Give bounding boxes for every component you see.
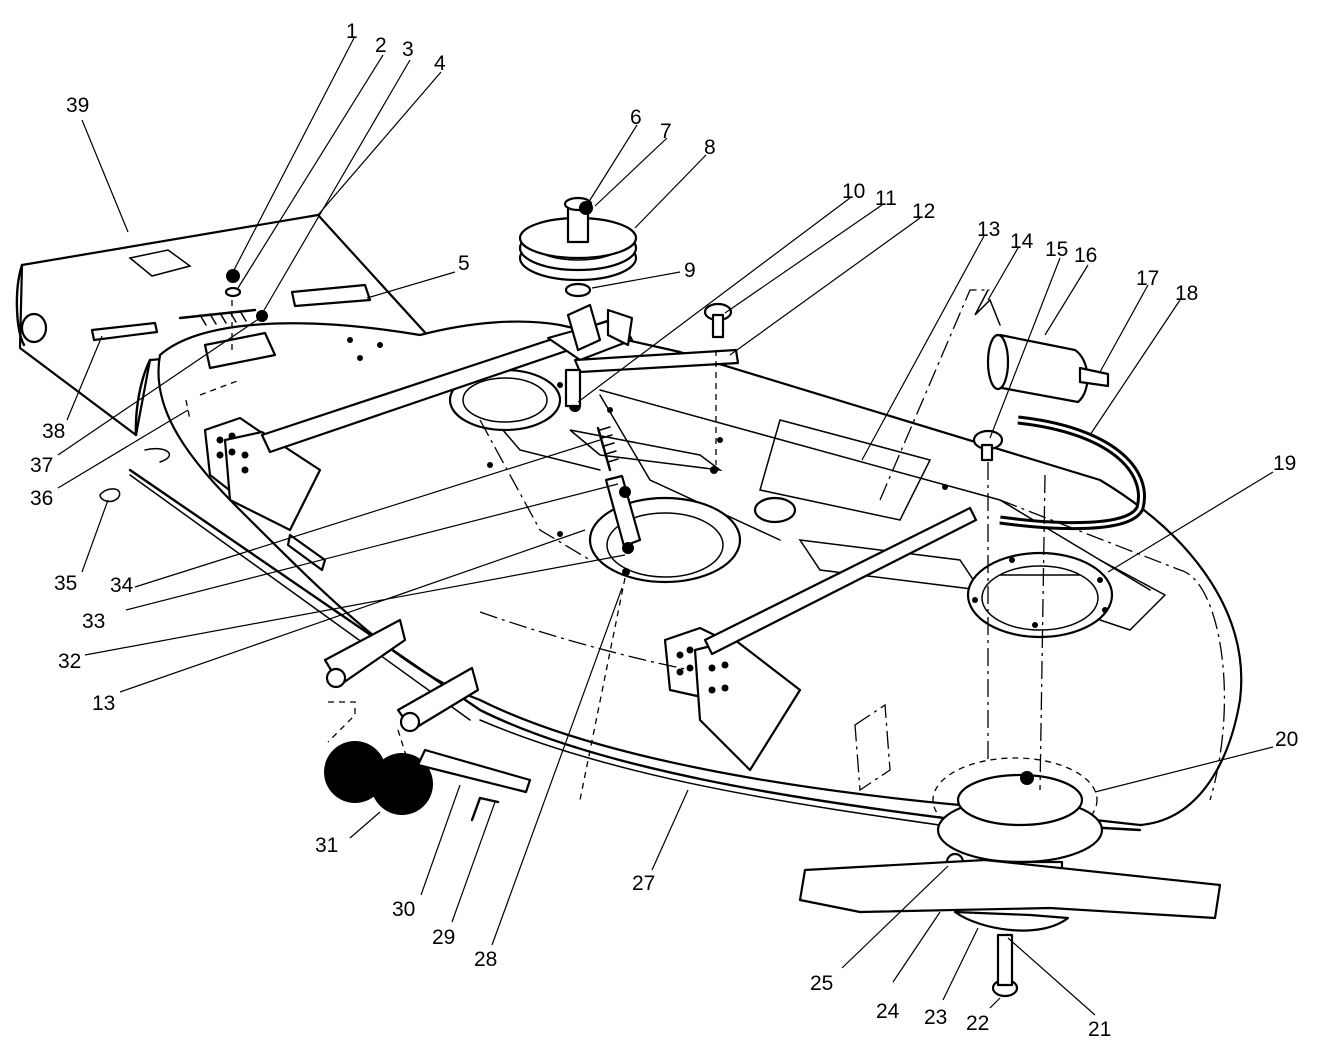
callout-11: 11 (875, 187, 897, 210)
callout-22: 22 (966, 1012, 989, 1035)
callout-28: 28 (474, 948, 497, 971)
deck-housing (128, 320, 1243, 832)
callout-14: 14 (1010, 230, 1034, 253)
callout-21: 21 (1088, 1018, 1111, 1041)
callout-15: 15 (1045, 238, 1068, 261)
callout-18: 18 (1175, 282, 1198, 305)
tension-spring (596, 426, 642, 576)
hex-bolt (703, 302, 733, 474)
callout-13-top: 13 (977, 218, 1000, 241)
callout-33: 33 (82, 610, 105, 633)
callout-35: 35 (54, 572, 77, 595)
rear-pivot-bracket (90, 269, 372, 396)
callout-10: 10 (842, 180, 865, 203)
callout-19: 19 (1273, 452, 1296, 475)
callout-2: 2 (375, 34, 387, 57)
callout-34: 34 (110, 574, 134, 597)
idler-pulley (518, 196, 638, 352)
callout-39: 39 (66, 94, 89, 117)
callout-5: 5 (458, 252, 470, 275)
callout-27: 27 (632, 872, 655, 895)
carriage-bolt (972, 429, 1004, 462)
drive-belt (999, 415, 1146, 531)
callout-6: 6 (630, 106, 642, 129)
callout-9: 9 (684, 259, 696, 282)
callout-12: 12 (912, 200, 935, 223)
front-stabilizer-bar (703, 506, 978, 656)
spindle-housing (974, 289, 1110, 404)
callout-25: 25 (810, 972, 833, 995)
callout-labels: 1 2 3 4 5 6 7 8 9 10 11 12 13 14 15 16 1… (30, 20, 1298, 1041)
callout-7: 7 (660, 120, 672, 143)
callout-23: 23 (924, 1006, 947, 1029)
callout-31: 31 (315, 834, 338, 857)
discharge-chute (15, 213, 432, 437)
callout-3: 3 (402, 38, 414, 61)
callout-37: 37 (30, 454, 53, 477)
callout-16: 16 (1074, 244, 1097, 267)
callout-38: 38 (42, 420, 65, 443)
callout-17: 17 (1136, 267, 1159, 290)
leader-lines (57, 37, 1274, 1016)
callout-4: 4 (434, 52, 446, 75)
callout-20: 20 (1275, 728, 1298, 751)
callout-24: 24 (876, 1000, 900, 1023)
callout-30: 30 (392, 898, 415, 921)
callout-1: 1 (346, 20, 358, 43)
blade-spindle (798, 757, 1222, 998)
exploded-view-lines (479, 289, 1226, 801)
callout-36: 36 (30, 487, 53, 510)
callout-32: 32 (58, 650, 81, 673)
callout-13-bottom: 13 (92, 692, 115, 715)
callout-8: 8 (704, 136, 716, 159)
callout-29: 29 (432, 926, 455, 949)
